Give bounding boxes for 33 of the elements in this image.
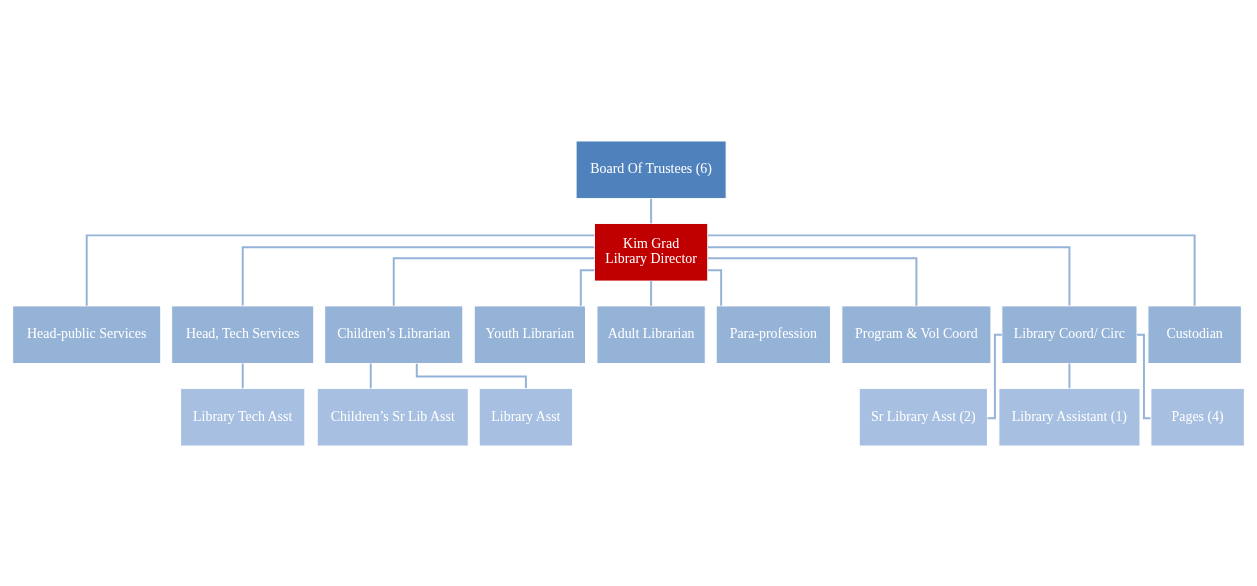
node-box: Children’s Sr Lib Asst	[316, 387, 469, 447]
node-box: Library Coord/ Circ	[1001, 304, 1138, 364]
node-box: Library Asst	[478, 387, 574, 447]
connector	[392, 256, 596, 307]
connector	[369, 362, 372, 389]
node-box: Custodian	[1147, 304, 1242, 364]
connector	[241, 245, 596, 307]
node-box: Para-profession	[715, 304, 831, 364]
node-box: Board Of Trustees (6)	[575, 139, 727, 199]
connector	[986, 333, 1003, 419]
connector	[650, 197, 653, 224]
node-box: Adult Librarian	[596, 304, 706, 364]
node-box: Library Tech Asst	[180, 387, 306, 447]
connector	[415, 362, 527, 389]
connector	[1136, 333, 1152, 419]
connector	[707, 268, 723, 307]
connector	[650, 279, 653, 307]
connector	[1068, 362, 1071, 389]
node-box: Sr Library Asst (2)	[858, 387, 988, 447]
connector	[241, 362, 244, 389]
node-box: Program & Vol Coord	[841, 304, 992, 364]
connector	[85, 233, 596, 307]
connector	[706, 245, 1071, 307]
node-box: Library Assistant (1)	[998, 387, 1141, 447]
node-box: Kim Grad Library Director	[593, 222, 709, 282]
connector	[707, 256, 918, 307]
node-box: Youth Librarian	[473, 304, 586, 364]
connector	[707, 233, 1196, 307]
node-box: Head, Tech Services	[171, 304, 315, 364]
node-box: Children’s Librarian	[324, 304, 464, 364]
connector	[579, 268, 596, 307]
node-box: Head-public Services	[12, 304, 162, 364]
node-box: Pages (4)	[1150, 387, 1245, 447]
